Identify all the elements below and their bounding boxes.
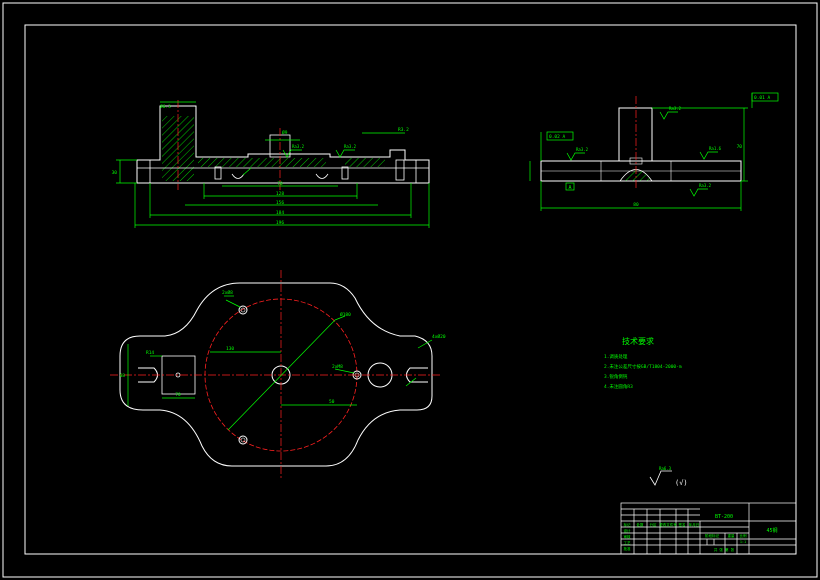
title-sheet-info: 共 张 第 张 xyxy=(714,547,735,552)
plan-hole-top xyxy=(238,305,248,315)
title-header-2: 处数 xyxy=(637,522,645,527)
title-material: 45钢 xyxy=(766,527,777,534)
front-label-ref: Ø6.3 xyxy=(160,103,171,110)
front-roughness-2: Ra3.2 xyxy=(344,144,357,149)
roughness-note-symbol xyxy=(649,470,672,486)
roughness-note-suffix: (√) xyxy=(675,479,688,487)
plan-circle-label: Ø180 xyxy=(340,311,351,318)
side-roughness-2: Ra3.2 xyxy=(669,106,682,111)
front-dim-2: 128 xyxy=(276,191,284,197)
plan-dim-3: 50 xyxy=(329,399,335,405)
front-dim-4: 184 xyxy=(276,210,284,216)
plan-view xyxy=(110,270,440,480)
title-header-5: 签名 xyxy=(679,522,686,527)
plan-view-outline xyxy=(119,282,433,467)
title-drawing-number: BT-200 xyxy=(715,514,733,520)
side-tolerance-2: 0.01 A xyxy=(754,95,771,101)
plan-dim-4: 68 xyxy=(120,373,126,379)
side-width-dim: 80 xyxy=(633,202,639,208)
tech-requirement-line-4: 4.未注圆角R3 xyxy=(604,383,633,390)
title-header-4: 更改文件号 xyxy=(659,522,677,527)
title-weight-label: 重量 xyxy=(728,533,736,538)
side-view xyxy=(529,92,779,211)
tech-requirement-line-1: 1.调质处理 xyxy=(604,353,628,360)
plan-hole-label-1: 2xØ8 xyxy=(222,289,233,296)
plan-hole-bottom xyxy=(238,435,248,445)
title-row-review: 审核 xyxy=(624,534,632,539)
tech-requirements-title: 技术要求 xyxy=(622,336,654,346)
front-dim-top-1: Ø9 xyxy=(282,129,288,136)
roughness-note-value: Ra6.3 xyxy=(659,466,672,471)
front-left-height: 30 xyxy=(112,170,118,176)
title-scale-label: 比例 xyxy=(740,533,748,538)
plan-hole-label-3: 4xØ20 xyxy=(432,333,446,340)
side-height-dim: 70 xyxy=(737,144,743,150)
inner-border xyxy=(24,24,797,555)
front-dim-5: 196 xyxy=(276,220,284,226)
title-stage-label: 阶段标记 xyxy=(705,533,719,538)
title-row-approve: 批准 xyxy=(624,546,632,551)
side-roughness-4: Ra3.2 xyxy=(699,183,712,188)
front-view xyxy=(116,100,430,228)
front-dim-top-2: R3.2 xyxy=(398,127,409,133)
side-tolerance-frame-2 xyxy=(751,92,779,102)
side-roughness-3: Ra1.6 xyxy=(709,146,722,151)
front-hatch-right xyxy=(345,158,385,167)
title-header-3: 分区 xyxy=(650,522,658,527)
title-header-6: 年月日 xyxy=(689,522,700,527)
title-header-1: 标记 xyxy=(624,522,632,527)
title-row-process: 工艺 xyxy=(624,540,632,545)
front-dim-1: 70 xyxy=(277,181,283,187)
side-datum-box xyxy=(565,182,575,191)
side-view-column xyxy=(618,107,653,162)
tech-requirement-line-3: 3.锐角倒钝 xyxy=(604,373,628,380)
front-hatch-middle xyxy=(198,158,326,167)
side-tolerance-frame-1 xyxy=(546,131,574,141)
side-roughness-1: Ra3.2 xyxy=(576,147,589,152)
plan-dim-1: R14 xyxy=(146,350,154,356)
front-roughness-1: Ra3.2 xyxy=(292,144,305,149)
tech-requirement-line-2: 2.未注公差尺寸按GB/T1804-2000-m xyxy=(604,363,682,370)
plan-dim-5: 70 xyxy=(175,392,181,398)
title-row-design: 设计 xyxy=(624,528,632,533)
front-dim-3: 156 xyxy=(276,200,284,206)
plan-dim-2: 130 xyxy=(226,346,234,352)
side-datum-label: A xyxy=(568,185,571,191)
side-tolerance-1: 0.02 A xyxy=(549,134,566,140)
title-block xyxy=(620,502,797,555)
plan-hole-label-2: 2xM8 xyxy=(332,364,343,370)
title-scale-value: 1:1 xyxy=(740,540,746,544)
